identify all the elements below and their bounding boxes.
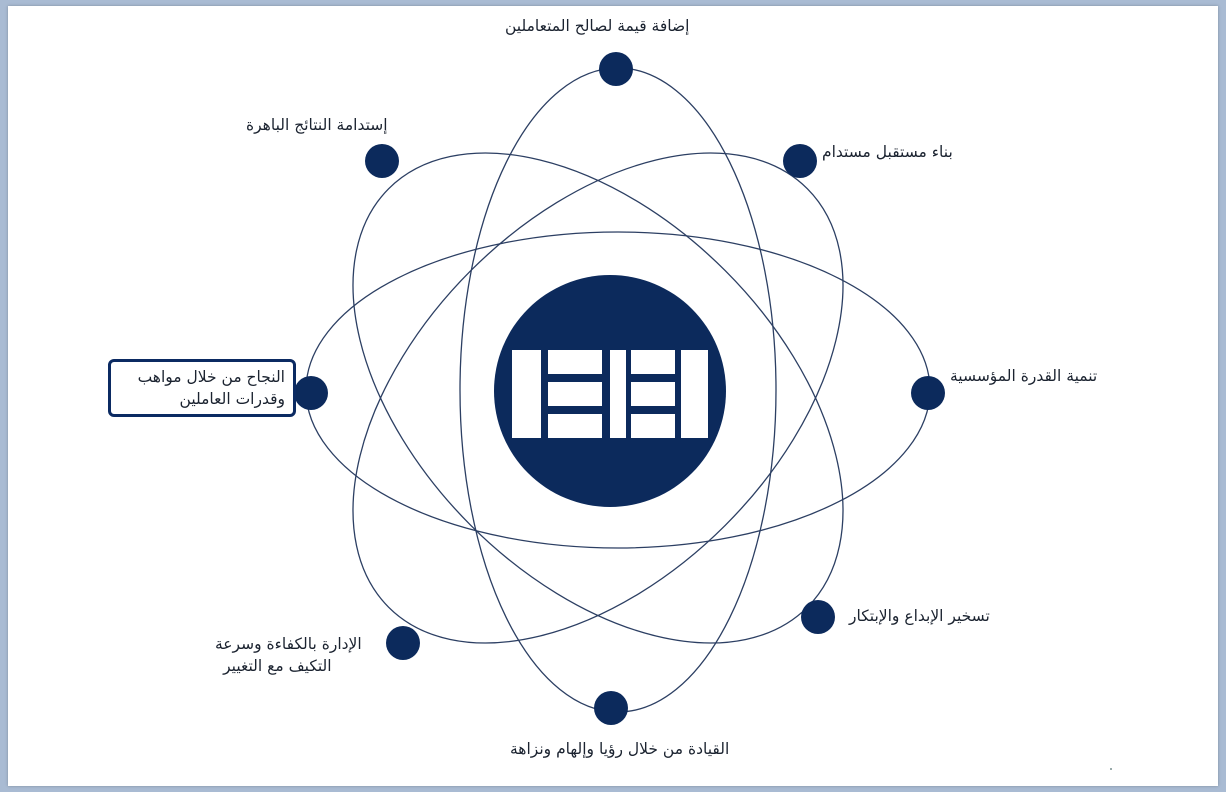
label-bottom-left: الإدارة بالكفاءة وسرعة التكيف مع التغيير [215, 633, 362, 677]
label-bottom: القيادة من خلال رؤيا وإلهام ونزاهة [510, 740, 730, 758]
label-left-line1: النجاح من خلال مواهب [137, 368, 285, 386]
node-bottom-left [386, 626, 420, 660]
label-left-line2: وقدرات العاملين [179, 390, 285, 408]
node-bottom-right [801, 600, 835, 634]
logo-blocks-icon [512, 350, 708, 438]
label-bottom-left-line2: التكيف مع التغيير [223, 657, 332, 675]
stray-dot [1110, 768, 1112, 770]
label-right: تنمية القدرة المؤسسية [950, 367, 1098, 385]
label-top-left: إستدامة النتائج الباهرة [246, 116, 388, 134]
node-top-right [783, 144, 817, 178]
label-top: إضافة قيمة لصالح المتعاملين [505, 17, 690, 35]
node-top [599, 52, 633, 86]
label-bottom-left-line1: الإدارة بالكفاءة وسرعة [215, 635, 362, 653]
nodes [294, 52, 945, 725]
node-right [911, 376, 945, 410]
orbit-diagonal-left [352, 152, 844, 644]
label-bottom-right: تسخير الإبداع والإبتكار [849, 607, 990, 625]
node-left [294, 376, 328, 410]
label-top-right: بناء مستقبل مستدام [822, 143, 953, 161]
node-bottom [594, 691, 628, 725]
node-top-left [365, 144, 399, 178]
label-left-highlighted: النجاح من خلال مواهب وقدرات العاملين [108, 359, 296, 417]
